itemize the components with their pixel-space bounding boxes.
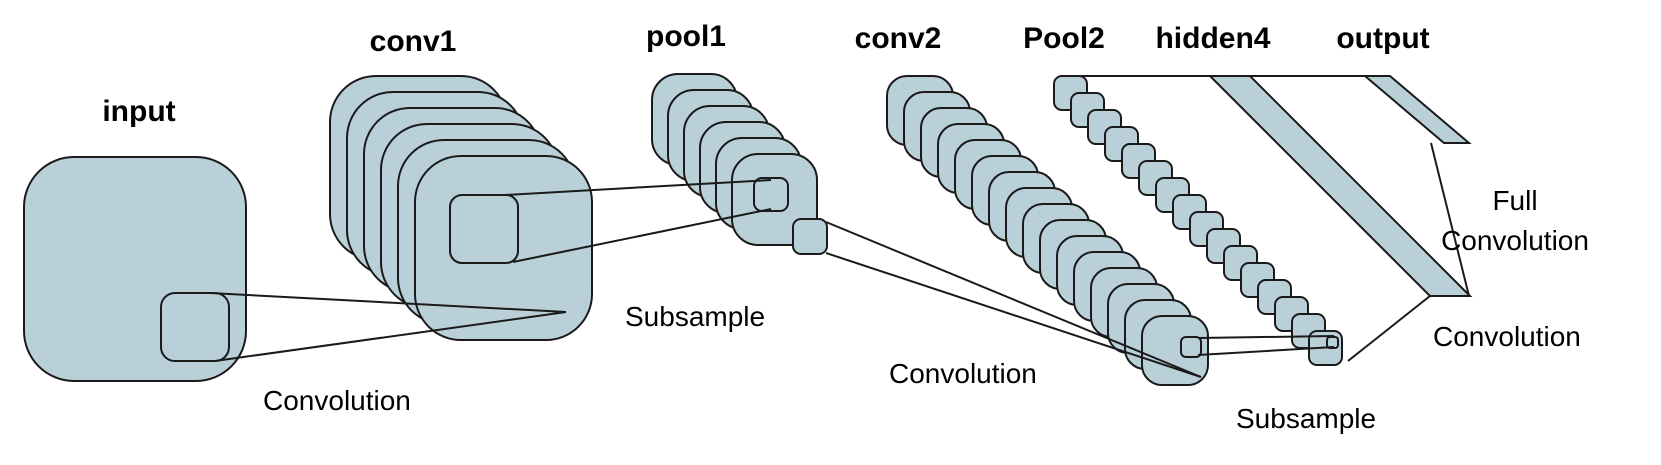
pool1-layer	[651, 73, 818, 246]
pool1-unit	[753, 177, 789, 212]
conv1-label: conv1	[370, 25, 457, 58]
convolution-label-1: Convolution	[263, 385, 411, 416]
conv2-layer	[886, 75, 1209, 386]
hidden4-label: hidden4	[1155, 22, 1270, 55]
conv1-receptive-field	[449, 194, 519, 264]
input-label: input	[102, 95, 175, 128]
convolution-label-2: Convolution	[889, 358, 1037, 389]
subsample-label-1: Subsample	[625, 301, 765, 332]
input-receptive-field	[160, 292, 230, 362]
conv2-label: conv2	[855, 22, 942, 55]
output-label: output	[1336, 22, 1429, 55]
pool1-label: pool1	[646, 20, 726, 53]
subsample-label-2: Subsample	[1236, 403, 1376, 434]
convolution-label-3: Convolution	[1433, 321, 1581, 352]
conv2-unit	[1180, 336, 1202, 358]
pool2-label: Pool2	[1023, 22, 1105, 55]
conv2-feature-map	[1141, 315, 1209, 386]
input-layer	[23, 156, 247, 382]
full-convolution-label-line1: Full	[1492, 185, 1537, 216]
full-convolution-label-line2: Convolution	[1441, 225, 1589, 256]
pool2-layer	[1053, 75, 1343, 366]
connection-lines	[209, 75, 1470, 378]
pool1-receptive-field	[792, 218, 828, 255]
output-layer	[1362, 75, 1472, 144]
